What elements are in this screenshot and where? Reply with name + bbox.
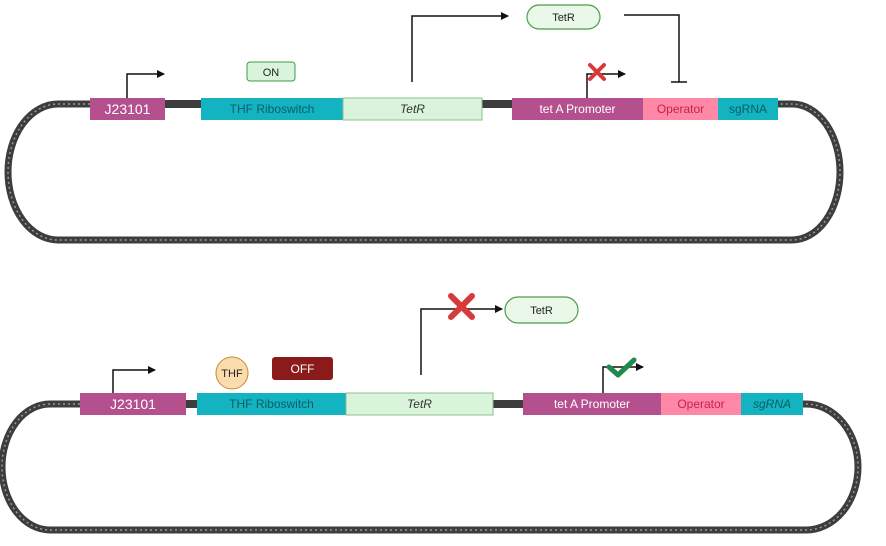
bottom-j23101-part — [80, 393, 186, 415]
top-tet-promoter-arrow-icon — [586, 70, 626, 98]
top-sgrna-part — [718, 98, 778, 120]
bottom-tet-promoter-part — [523, 393, 661, 415]
top-tet-promoter-part — [512, 98, 643, 120]
bottom-riboswitch-label: THF Riboswitch — [229, 397, 314, 411]
top-operator-part — [643, 98, 718, 120]
top-plasmid: J23101 THF Riboswitch TetR tet A Promote… — [4, 4, 844, 244]
top-backbone — [4, 100, 844, 244]
top-riboswitch-part — [201, 98, 343, 120]
bottom-tetr-gene-label: TetR — [407, 397, 432, 411]
bottom-operator-part — [661, 393, 741, 415]
bottom-thf-ligand — [215, 356, 249, 390]
top-tetr-expression-arrow-icon — [411, 12, 509, 82]
top-on-badge-label: ON — [263, 67, 280, 79]
top-j23101-arrow-icon — [126, 70, 165, 98]
top-j23101-label: J23101 — [105, 101, 151, 117]
bottom-tetr-expression-arrow-icon — [420, 305, 503, 375]
top-tetr-gene-label: TetR — [400, 102, 425, 116]
bottom-plasmid: J23101 THF Riboswitch TetR tet A Promote… — [0, 293, 862, 534]
bottom-thf-label: THF — [221, 368, 243, 380]
bottom-backbone — [0, 400, 862, 534]
top-tet-promoter-label: tet A Promoter — [539, 102, 615, 116]
bottom-blocked-x-icon — [448, 293, 475, 320]
bottom-sgrna-part — [741, 393, 803, 415]
bottom-tet-promoter-label: tet A Promoter — [554, 397, 630, 411]
top-j23101-part — [90, 98, 165, 120]
top-blocked-x-icon — [588, 63, 606, 81]
bottom-off-badge-label: OFF — [291, 362, 315, 376]
bottom-j23101-arrow-icon — [112, 366, 156, 393]
top-operator-label: Operator — [657, 102, 704, 116]
bottom-tetr-gene-part — [345, 392, 494, 416]
top-tetr-gene-part — [342, 97, 483, 121]
bottom-j23101-label: J23101 — [110, 396, 156, 412]
bottom-check-icon — [606, 357, 637, 378]
bottom-off-badge — [272, 357, 333, 380]
top-tetr-protein — [526, 4, 601, 30]
top-riboswitch-label: THF Riboswitch — [230, 102, 315, 116]
top-on-badge — [246, 61, 296, 82]
bottom-tetr-protein — [504, 296, 579, 324]
top-tetr-protein-label: TetR — [552, 12, 575, 24]
bottom-riboswitch-part — [197, 393, 346, 415]
bottom-sgrna-label: sgRNA — [753, 397, 791, 411]
bottom-operator-label: Operator — [677, 397, 724, 411]
top-repression-icon — [624, 14, 687, 83]
top-sgrna-label: sgRNA — [729, 102, 767, 116]
bottom-tetr-protein-label: TetR — [530, 305, 553, 317]
